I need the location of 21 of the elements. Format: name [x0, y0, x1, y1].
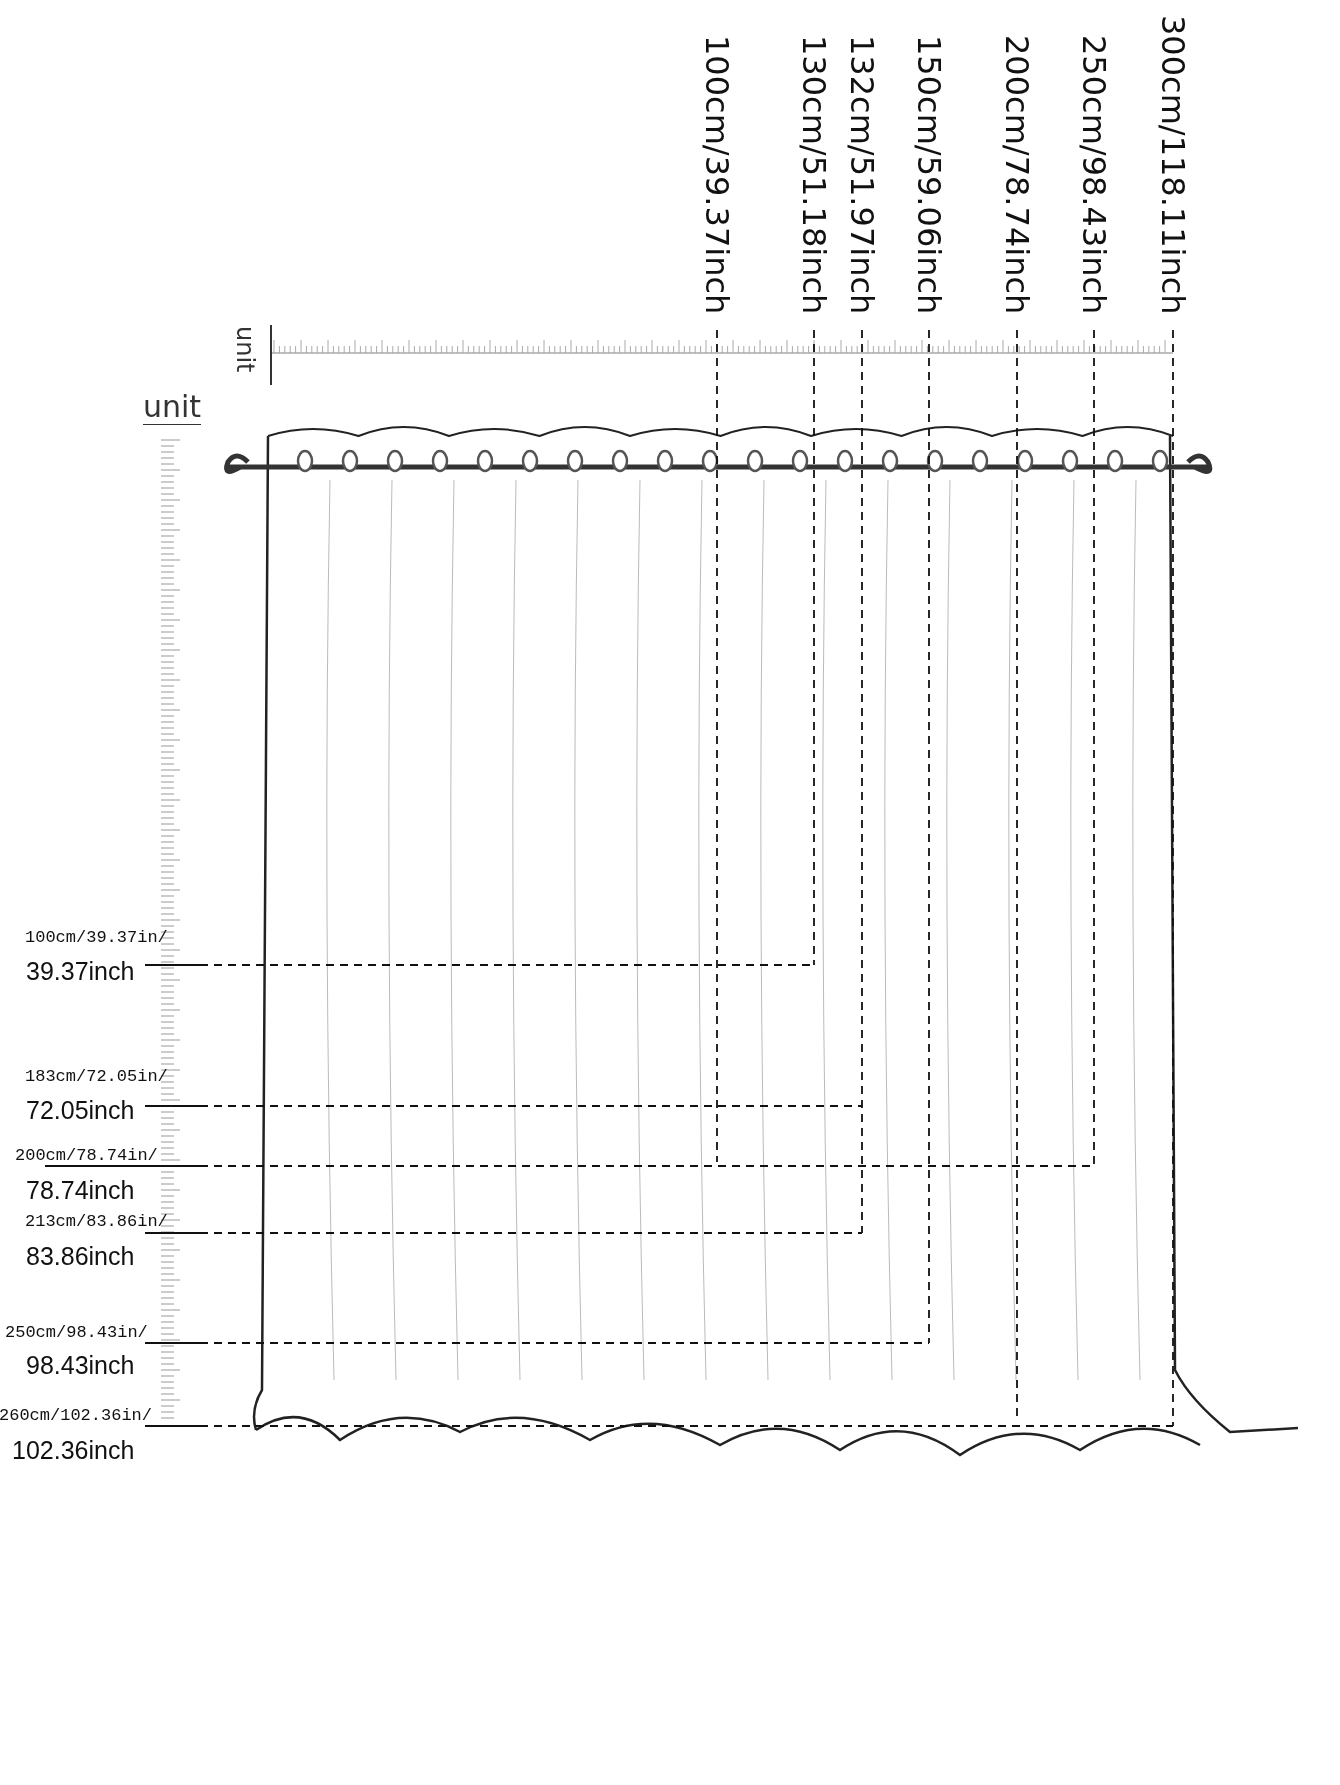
dimension-label: 213cm/83.86in/ [25, 1212, 168, 1232]
width-dimension-label: 132cm/51.97inch [842, 35, 882, 315]
height-dimension-label: 83.86inch [26, 1242, 135, 1270]
height-dimension-label: 102.36inch [12, 1436, 135, 1464]
dimension-label: 250cm/98.43in/ [5, 1323, 148, 1343]
width-dimension-label: 300cm/118.11inch [1153, 15, 1193, 315]
height-dimension-label: 39.37inch [26, 957, 135, 985]
height-dimension-label: 98.43inch [26, 1351, 135, 1379]
unit-label: unit [230, 326, 260, 373]
width-dimension-label: 250cm/98.43inch [1074, 35, 1114, 315]
width-dimension-label: 100cm/39.37inch [697, 35, 737, 315]
unit-label: unit [143, 390, 202, 425]
width-dimension-label: 150cm/59.06inch [909, 35, 949, 315]
dimension-label: 200cm/78.74in/ [15, 1146, 158, 1166]
dimension-label: 260cm/102.36in/ [0, 1406, 153, 1426]
height-dimension-label: 72.05inch [26, 1096, 135, 1124]
width-dimension-label: 200cm/78.74inch [997, 35, 1037, 315]
height-dimension-label: 78.74inch [26, 1176, 135, 1204]
dimension-label: 100cm/39.37in/ [25, 928, 168, 948]
dimension-label: 183cm/72.05in/ [25, 1067, 168, 1087]
width-dimension-label: 130cm/51.18inch [794, 35, 834, 315]
